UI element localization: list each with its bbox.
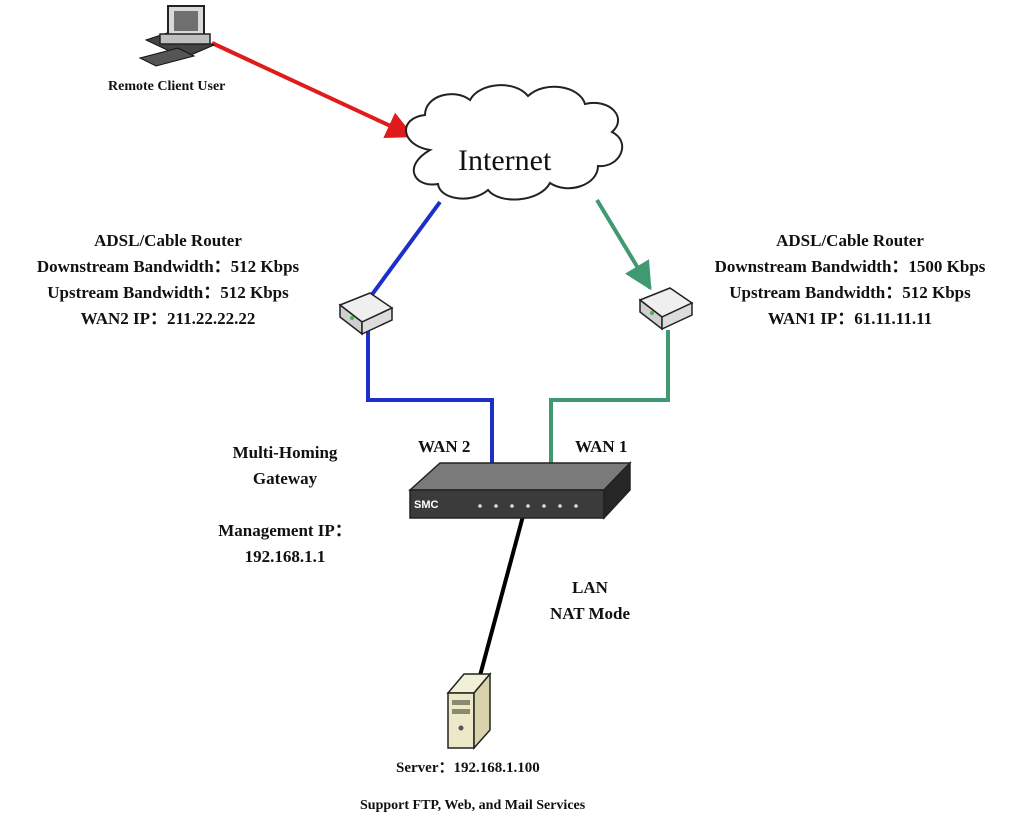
internet-label: Internet [458, 144, 552, 177]
router-wan1-icon [638, 287, 694, 331]
router-wan2-upstream: Upstream Bandwidth：512 Kbps [47, 283, 289, 302]
gateway-mgmt-line2: 192.168.1.1 [244, 547, 326, 566]
gateway-management: Management IP： 192.168.1.1 [195, 518, 375, 570]
router-wan2-title: ADSL/Cable Router [94, 231, 242, 250]
lan-info: LAN NAT Mode [540, 575, 640, 627]
router-wan1-upstream: Upstream Bandwidth：512 Kbps [729, 283, 971, 302]
client-internet-link [211, 41, 415, 139]
router-wan2-downstream: Downstream Bandwidth：512 Kbps [36, 257, 300, 276]
gateway-brand-label: SMC [414, 499, 439, 511]
gateway-info: Multi-Homing Gateway [200, 440, 370, 492]
wan1-link-lower [549, 330, 670, 464]
lan-link [476, 515, 525, 684]
router-wan1-ip: WAN1 IP：61.11.11.11 [767, 309, 933, 328]
router-wan1-downstream: Downstream Bandwidth：1500 Kbps [714, 257, 986, 276]
gateway-mgmt-line1: Management IP： [218, 521, 352, 540]
wan1-label: WAN 1 [575, 437, 628, 456]
wan1-link-upper [595, 198, 652, 291]
gateway-name-line1: Multi-Homing [232, 443, 338, 462]
router-wan1-title: ADSL/Cable Router [776, 231, 924, 250]
server-label: Server：192.168.1.100 [396, 760, 540, 776]
gateway-device-icon: SMC [408, 461, 632, 520]
lan-line1: LAN [572, 578, 608, 597]
router-wan1-info: ADSL/Cable Router Downstream Bandwidth：1… [690, 228, 1010, 332]
router-wan2-info: ADSL/Cable Router Downstream Bandwidth：5… [8, 228, 328, 332]
lan-line2: NAT Mode [549, 604, 631, 623]
gateway-name-line2: Gateway [252, 469, 318, 488]
router-wan2-icon [338, 292, 394, 336]
server-icon [446, 671, 492, 750]
internet-cloud-icon [405, 84, 624, 201]
remote-client-label: Remote Client User [108, 79, 226, 94]
wan2-link [366, 200, 494, 464]
wan2-label: WAN 2 [418, 437, 471, 456]
services-label: Support FTP, Web, and Mail Services [360, 798, 586, 813]
computer-icon [138, 5, 216, 67]
router-wan2-ip: WAN2 IP：211.22.22.22 [80, 309, 256, 328]
